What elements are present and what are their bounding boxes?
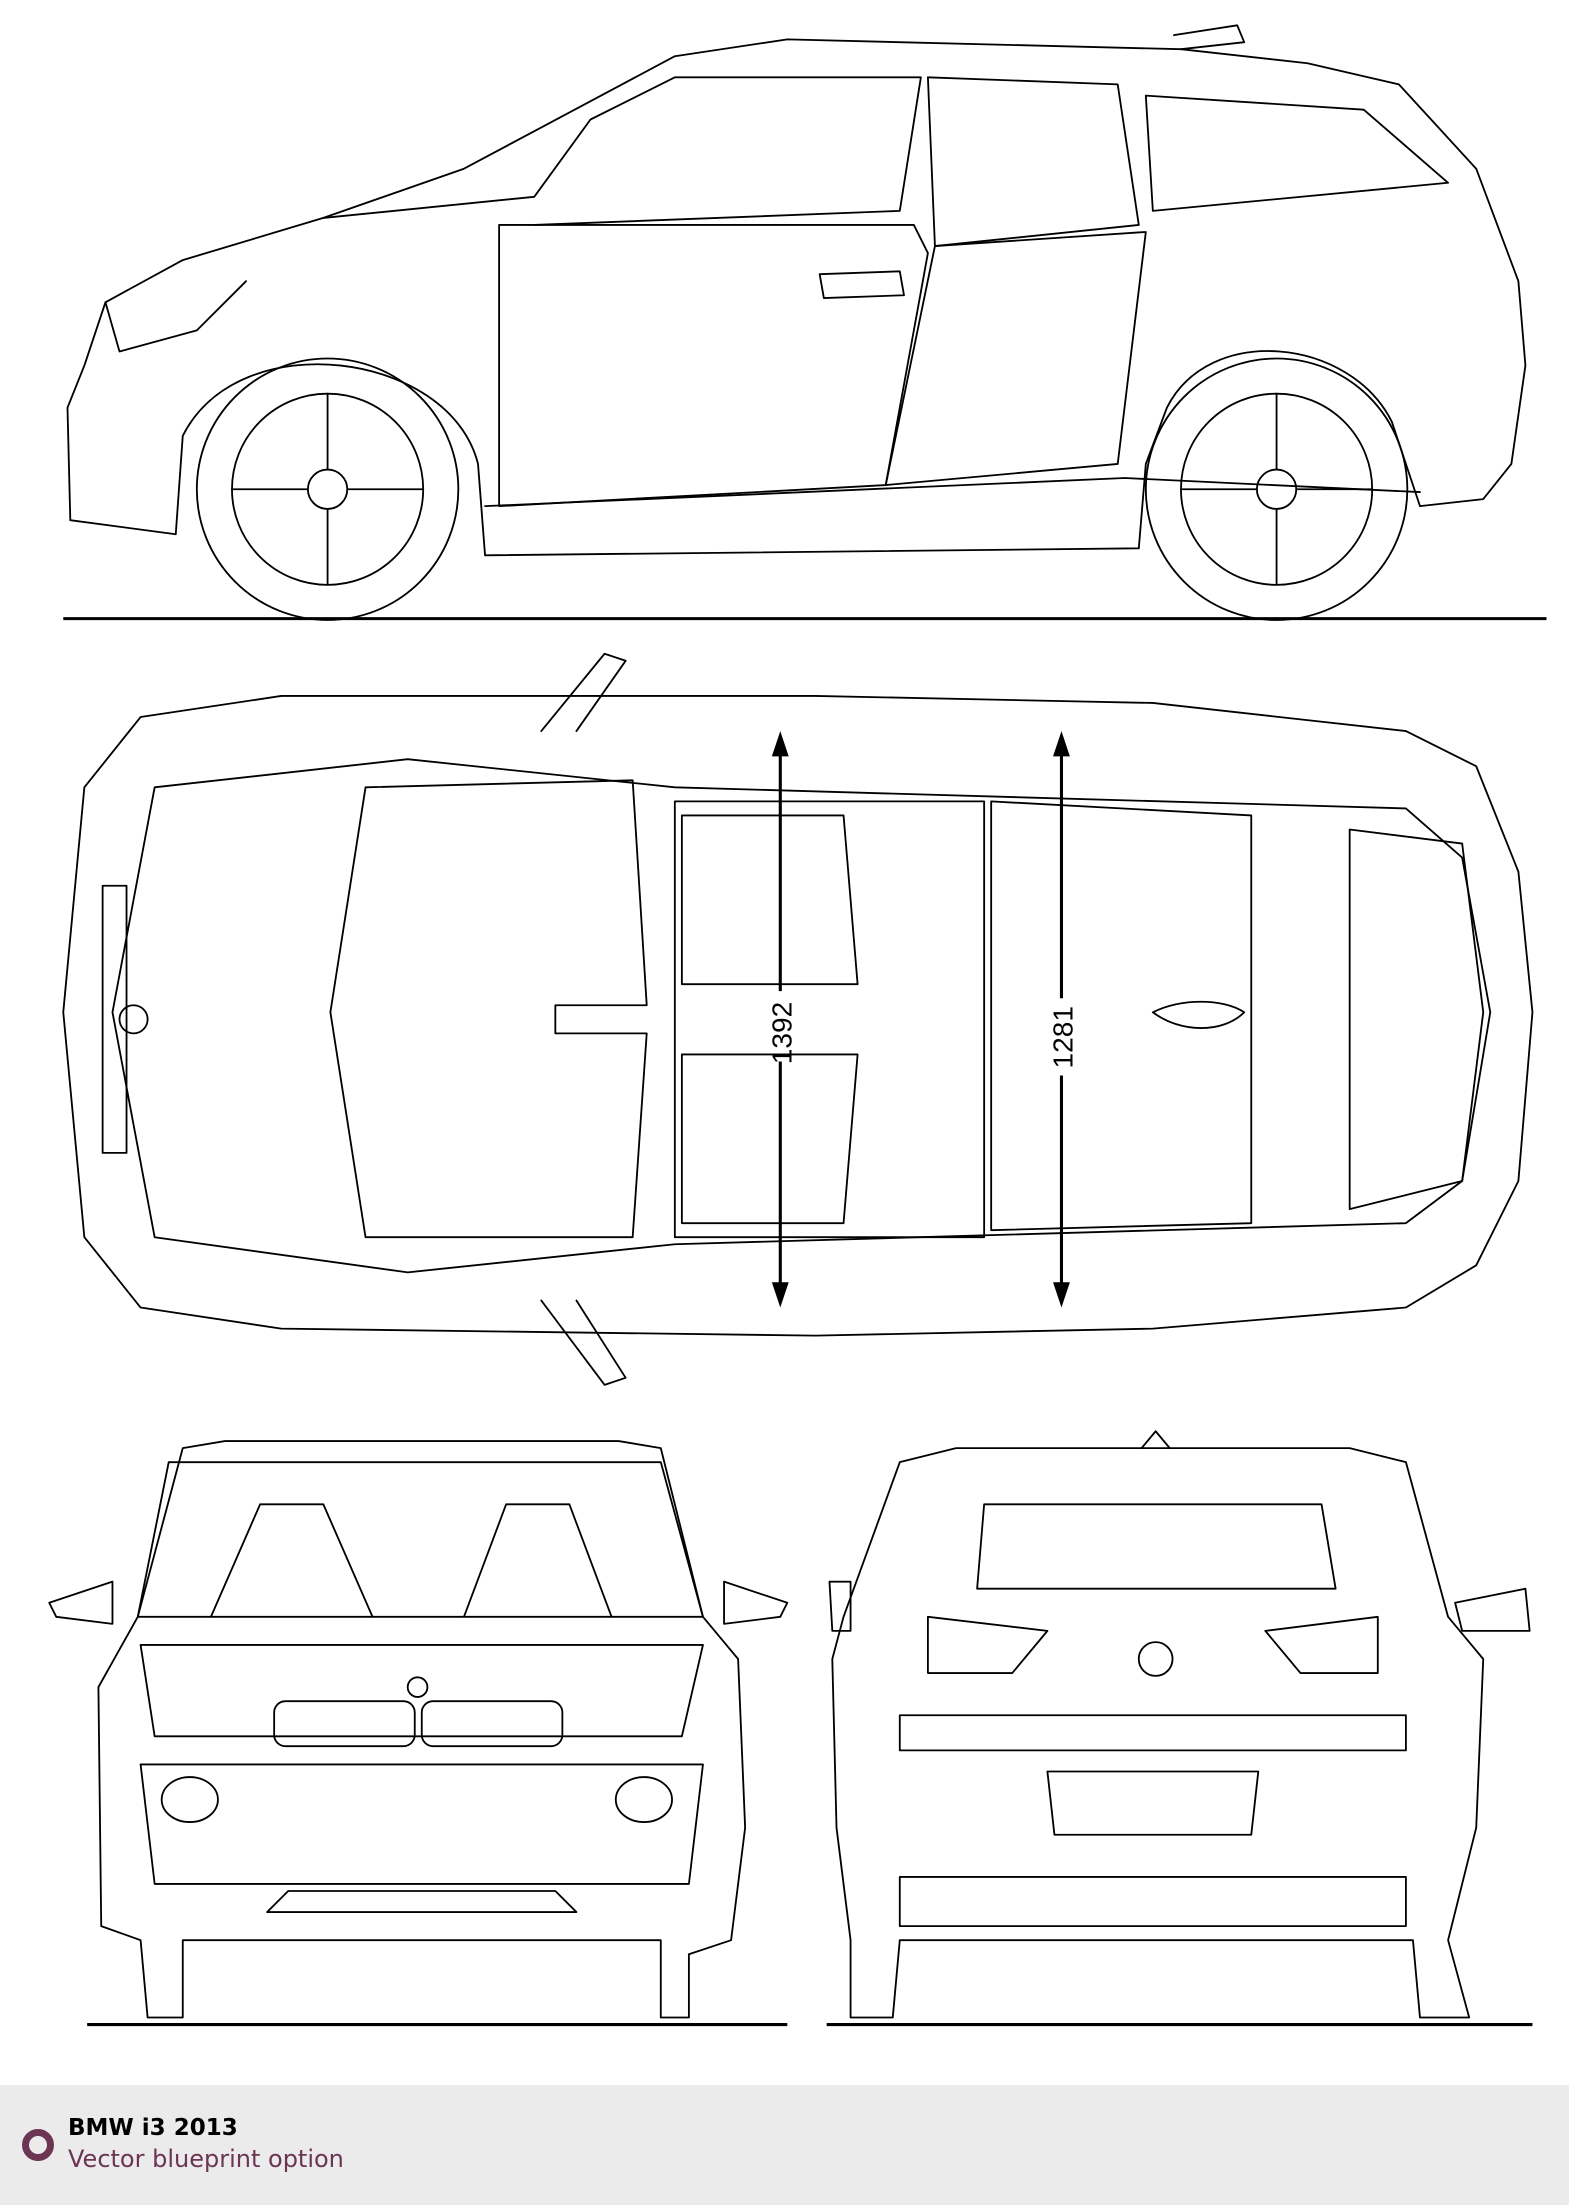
rear-view — [826, 1430, 1533, 2027]
blueprint-drawing: 1392 1281 — [48, 24, 1547, 2027]
blueprint-subtitle: Vector blueprint option — [68, 2145, 344, 2173]
front-wheel — [195, 357, 460, 621]
top-view: 1392 1281 — [62, 652, 1534, 1386]
rear-wheel — [1144, 357, 1409, 621]
rear-track-dimension: 1281 — [1048, 1006, 1079, 1069]
side-view — [63, 24, 1547, 621]
front-track-dimension: 1392 — [767, 1002, 798, 1065]
blueprint-title: BMW i3 2013 — [68, 2115, 238, 2141]
brand-ring-icon — [22, 2129, 54, 2161]
front-view — [48, 1440, 789, 2027]
caption-footer: BMW i3 2013 Vector blueprint option — [0, 2085, 1569, 2205]
